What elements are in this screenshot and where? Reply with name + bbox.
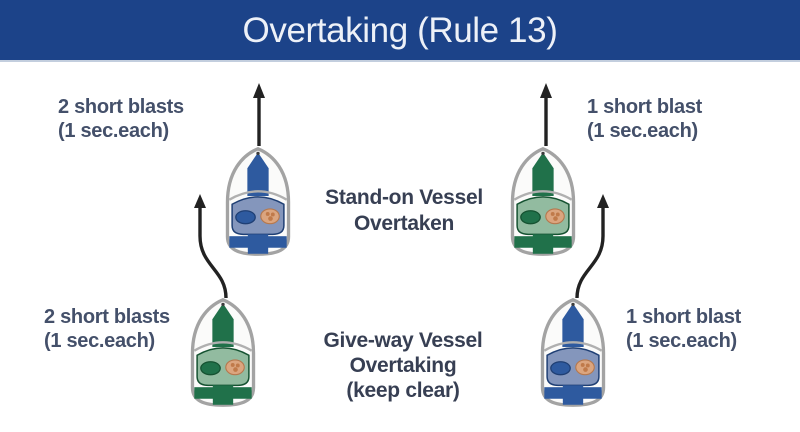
signal-line: 2 short blasts <box>58 96 184 118</box>
boat-give-way-left-green-icon <box>186 297 260 408</box>
overtake-arrow-port-side <box>194 194 228 299</box>
label-line: (keep clear) <box>346 379 460 402</box>
signal-line: 1 short blast <box>587 96 703 118</box>
signal-line: (1 sec.each) <box>626 330 737 352</box>
course-arrow-stand-on-left <box>253 83 265 146</box>
overtake-arrow-starboard-side <box>575 194 609 299</box>
signal-line: 1 short blast <box>626 306 742 328</box>
signal-line: 2 short blasts <box>44 306 170 328</box>
signal-line: (1 sec.each) <box>58 120 169 142</box>
sound-signal-label-bottom-right: 1 short blast (1 sec.each) <box>626 305 741 353</box>
signal-line: (1 sec.each) <box>44 330 155 352</box>
sound-signal-label-bottom-left: 2 short blasts (1 sec.each) <box>44 305 170 353</box>
label-line: Give-way Vessel <box>323 329 483 352</box>
page-title: Overtaking (Rule 13) <box>242 11 558 50</box>
title-bar: Overtaking (Rule 13) <box>0 0 800 62</box>
sound-signal-label-top-left: 2 short blasts (1 sec.each) <box>58 95 184 143</box>
boat-give-way-right-blue-icon <box>536 297 610 408</box>
signal-line: (1 sec.each) <box>587 120 698 142</box>
boat-stand-on-left-blue-icon <box>221 146 295 257</box>
course-arrow-stand-on-right <box>540 83 552 146</box>
label-line: Overtaking <box>349 354 457 377</box>
sound-signal-label-top-right: 1 short blast (1 sec.each) <box>587 95 702 143</box>
boat-stand-on-right-green-icon <box>506 146 580 257</box>
label-line: Stand-on Vessel <box>325 186 483 209</box>
stand-on-vessel-label: Stand-on Vessel Overtaken <box>299 185 509 237</box>
label-line: Overtaken <box>353 212 455 235</box>
give-way-vessel-label: Give-way Vessel Overtaking (keep clear) <box>297 328 509 403</box>
